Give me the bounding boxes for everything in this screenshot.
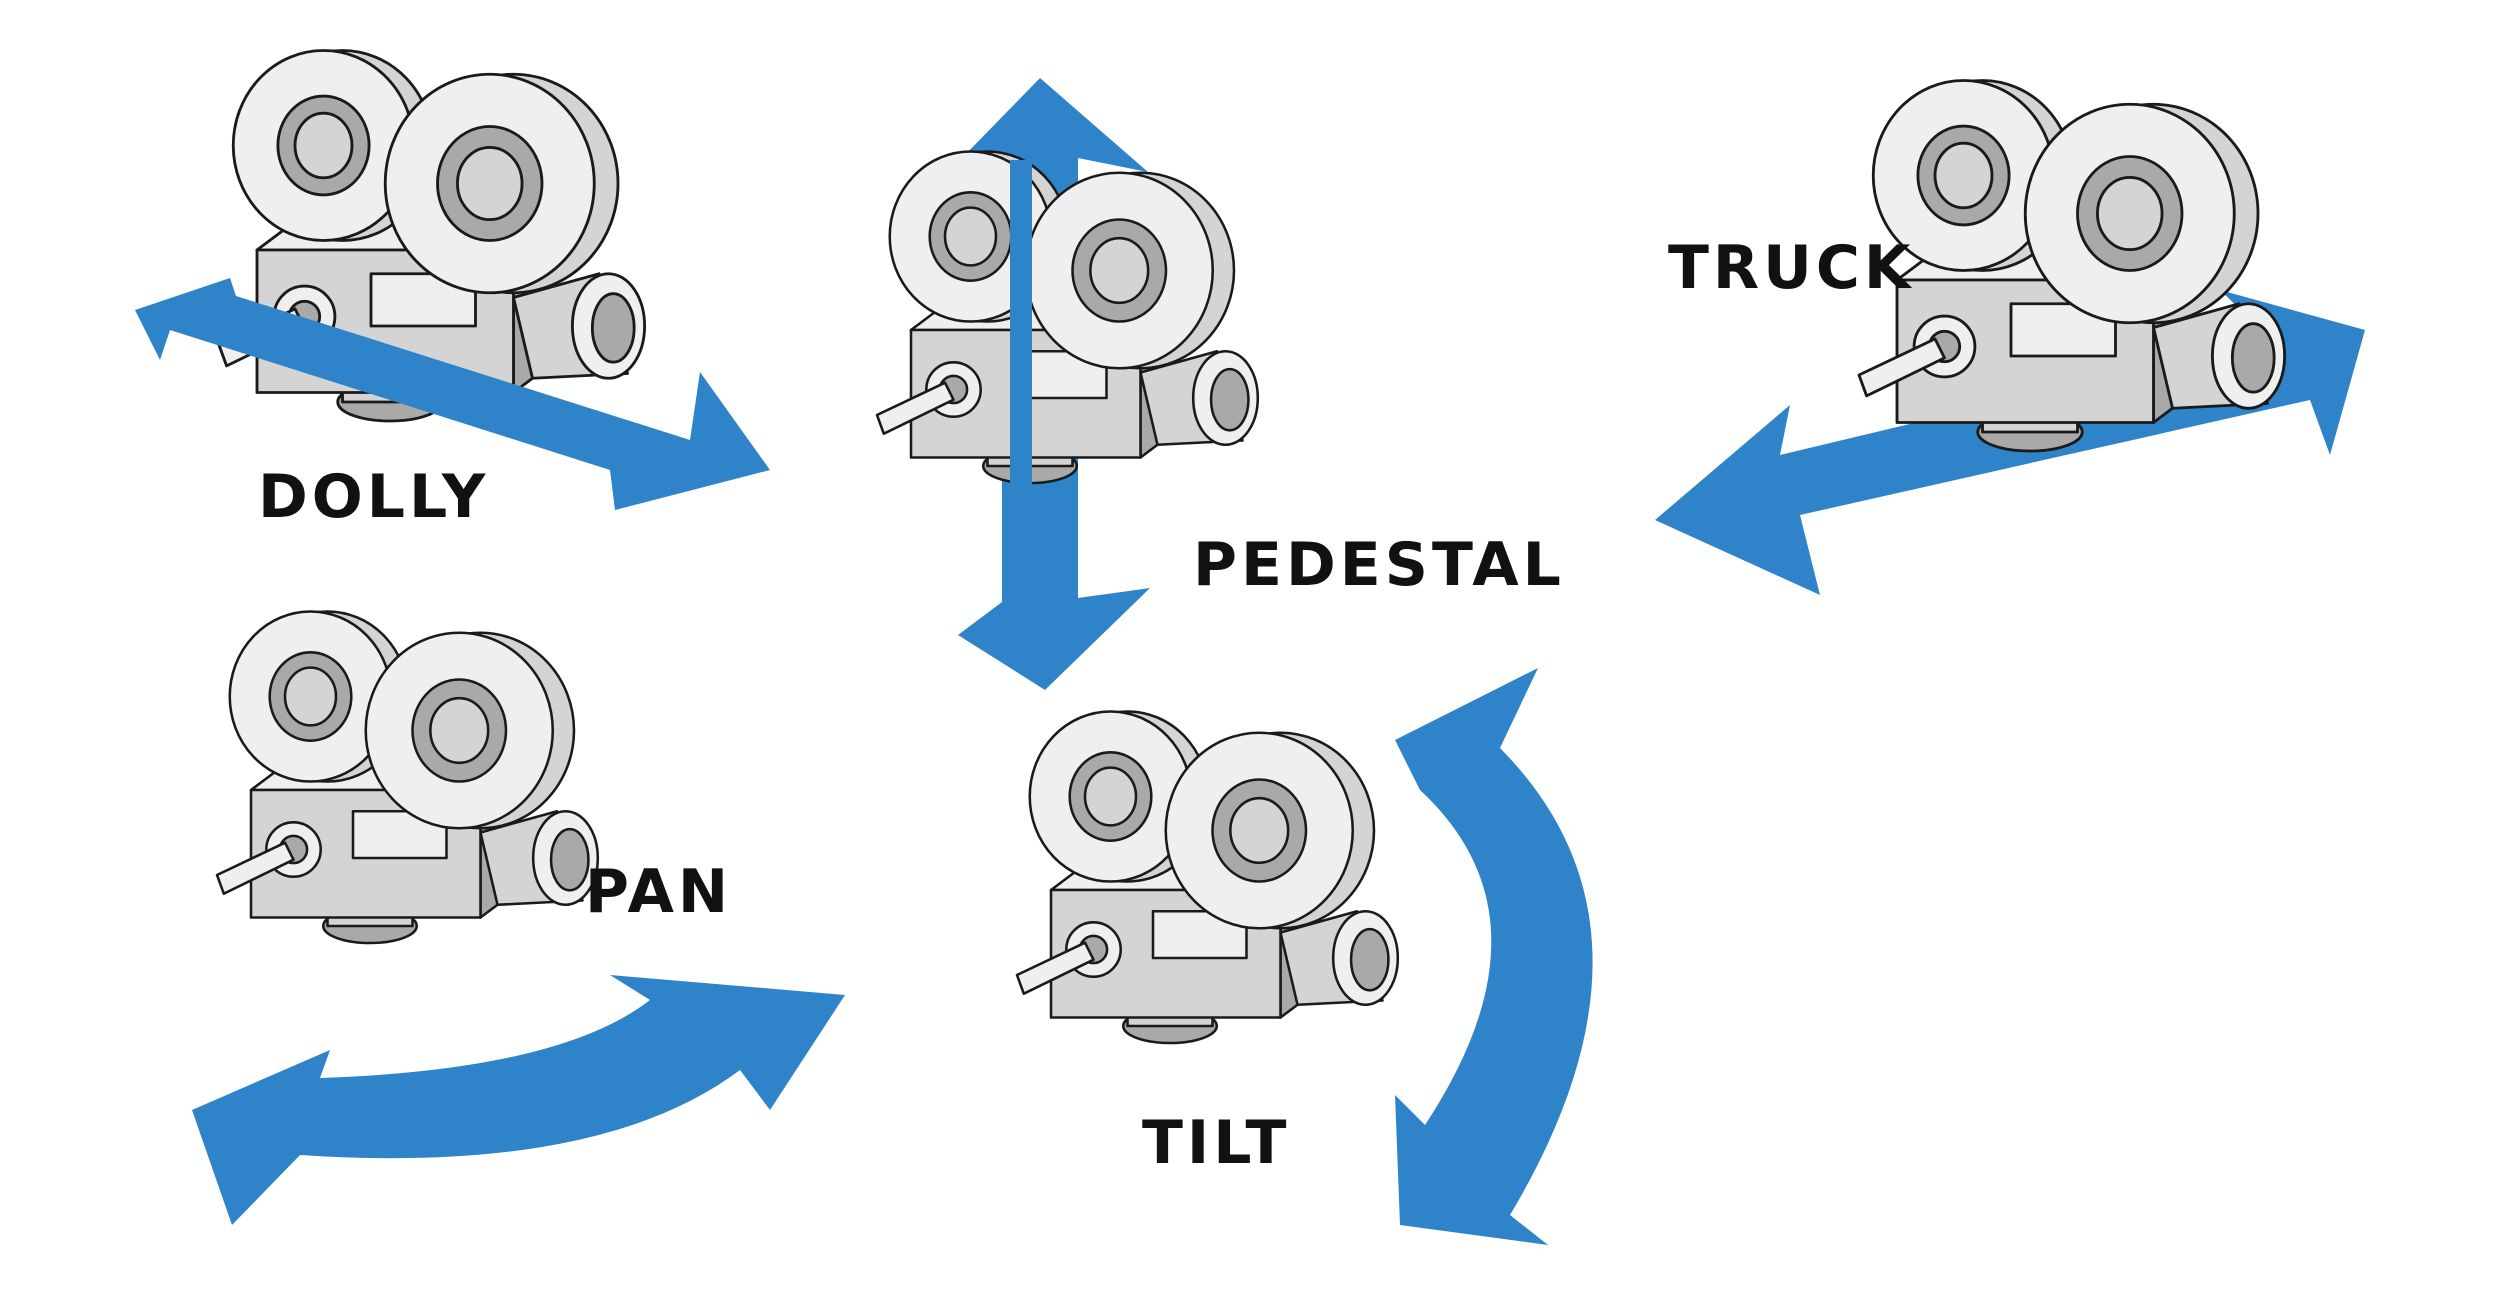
tilt-curved-double-arrow-icon xyxy=(1395,668,1593,1245)
pedestal-arrow-shaft-front xyxy=(1010,160,1032,500)
pedestal-group: PEDESTAL xyxy=(875,78,1565,690)
tilt-label: TILT xyxy=(1142,1108,1290,1178)
pan-group: PAN xyxy=(192,610,845,1225)
tilt-camera-icon xyxy=(1015,710,1400,1045)
truck-camera-icon xyxy=(1857,79,2287,453)
pan-label: PAN xyxy=(585,857,732,927)
tilt-group: TILT xyxy=(1015,668,1593,1245)
pan-camera-icon xyxy=(215,610,600,945)
dolly-double-arrow-icon xyxy=(135,278,770,510)
dolly-group: DOLLY xyxy=(135,49,770,532)
dolly-label: DOLLY xyxy=(258,462,489,532)
pedestal-label: PEDESTAL xyxy=(1193,530,1565,600)
truck-label: TRUCK xyxy=(1668,233,1914,303)
pedestal-camera-icon xyxy=(875,150,1260,485)
pan-curved-double-arrow-icon xyxy=(192,975,845,1225)
truck-group: TRUCK xyxy=(1655,79,2365,595)
